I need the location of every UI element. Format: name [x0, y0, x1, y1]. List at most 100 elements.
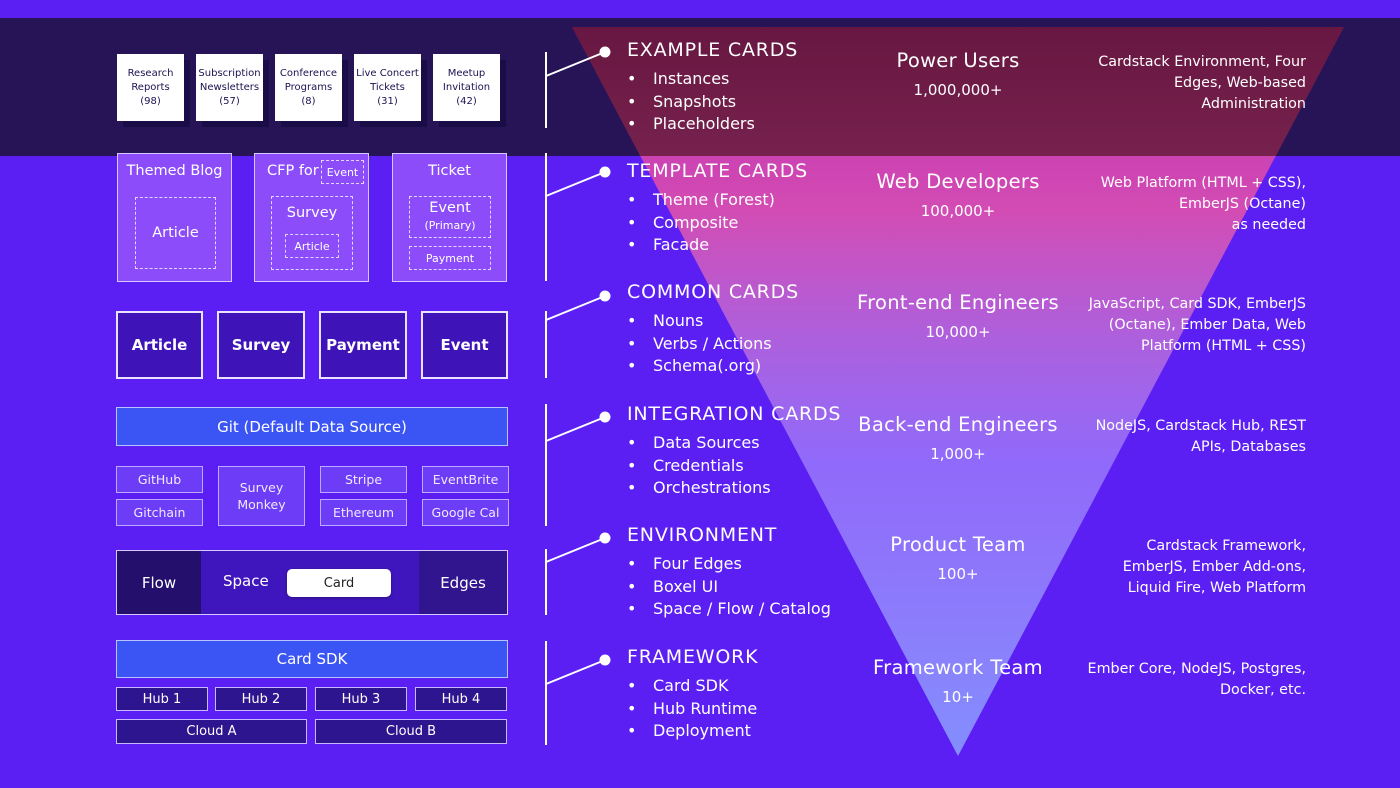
- inner-card-label: Payment: [425, 251, 475, 265]
- role-count: 10+: [942, 688, 974, 706]
- role-name: Front-end Engineers: [857, 291, 1059, 314]
- template-card-cfp[interactable]: CFP for Event Survey Article: [254, 153, 369, 282]
- bullet-item: •Data Sources: [627, 433, 760, 452]
- template-card-title: CFP for: [267, 163, 319, 179]
- section-title: TEMPLATE CARDS: [627, 160, 809, 182]
- git-default-data-source[interactable]: Git (Default Data Source): [116, 407, 508, 446]
- bullet-item: •Four Edges: [627, 554, 742, 573]
- bullet-item: •Space / Flow / Catalog: [627, 599, 831, 619]
- bullet-item: •Facade: [627, 235, 710, 255]
- card-count: (42): [456, 95, 477, 107]
- environment-space[interactable]: Space: [223, 572, 269, 590]
- role-web-developers: Web Developers 100,000+: [838, 170, 1078, 220]
- card-count: (57): [219, 95, 240, 107]
- section-integration-cards: INTEGRATION CARDS •Data Sources •Credent…: [627, 403, 841, 500]
- flow-label: Flow: [141, 573, 177, 592]
- environment-flow[interactable]: Flow: [117, 551, 201, 614]
- template-card-title: Ticket: [428, 163, 471, 179]
- hub-3[interactable]: Hub 3: [315, 687, 407, 711]
- card-name: Live Concert: [356, 67, 419, 79]
- example-card-meetup-invitation[interactable]: Meetup Invitation (42): [433, 54, 500, 121]
- hub-label: Hub 1: [142, 691, 182, 707]
- example-card-subscription-newsletters[interactable]: Subscription Newsletters (57): [196, 54, 263, 121]
- card-name: Tickets: [370, 81, 405, 93]
- role-count: 100+: [937, 565, 979, 583]
- hub-1[interactable]: Hub 1: [116, 687, 208, 711]
- section-environment: ENVIRONMENT •Four Edges •Boxel UI •Space…: [627, 524, 831, 621]
- card-name: Meetup: [447, 67, 486, 79]
- role-name: Framework Team: [873, 656, 1043, 679]
- hub-label: Hub 2: [241, 691, 281, 707]
- card-count: (31): [377, 95, 398, 107]
- bullet-item: •Placeholders: [627, 114, 755, 134]
- integration-google-cal[interactable]: Google Cal: [422, 499, 509, 526]
- common-card-label: Payment: [326, 336, 400, 354]
- tech-web-developers: Web Platform (HTML + CSS),EmberJS (Octan…: [1100, 175, 1306, 233]
- inner-card-event-tag: Event: [321, 160, 364, 184]
- section-title: INTEGRATION CARDS: [627, 403, 842, 425]
- common-card-label: Event: [440, 336, 489, 354]
- section-template-cards: TEMPLATE CARDS •Theme (Forest) •Composit…: [627, 160, 808, 257]
- edges-label: Edges: [440, 573, 486, 592]
- section-framework: FRAMEWORK •Card SDK •Hub Runtime •Deploy…: [627, 646, 758, 743]
- integration-survey-monkey[interactable]: Survey Monkey: [218, 466, 305, 526]
- example-card-live-concert-tickets[interactable]: Live Concert Tickets (31): [354, 54, 421, 121]
- integration-eventbrite[interactable]: EventBrite: [422, 466, 509, 493]
- cloud-b[interactable]: Cloud B: [315, 719, 507, 744]
- integration-label: Monkey: [237, 497, 286, 512]
- hub-2[interactable]: Hub 2: [215, 687, 307, 711]
- template-card-ticket[interactable]: Ticket Event (Primary) Payment: [392, 153, 507, 282]
- common-card-event[interactable]: Event: [421, 311, 508, 379]
- integration-ethereum[interactable]: Ethereum: [320, 499, 407, 526]
- inner-card-label: Survey: [286, 205, 338, 221]
- bullet-item: •Composite: [627, 212, 739, 232]
- bullet-item: •Deployment: [627, 721, 751, 741]
- section-example-cards: EXAMPLE CARDS •Instances •Snapshots •Pla…: [627, 39, 798, 136]
- cloud-label: Cloud B: [385, 724, 437, 739]
- card-name: Reports: [131, 81, 170, 93]
- common-card-survey[interactable]: Survey: [217, 311, 305, 379]
- card-label: Card: [323, 575, 355, 591]
- template-card-themed-blog[interactable]: Themed Blog Article: [117, 153, 232, 282]
- role-name: Web Developers: [876, 170, 1040, 193]
- environment-edges[interactable]: Edges: [419, 551, 507, 614]
- integration-label: Google Cal: [431, 505, 500, 520]
- integration-label: Gitchain: [133, 505, 186, 520]
- example-card-research-reports[interactable]: Research Reports (98): [117, 54, 184, 121]
- environment-panel: Flow Edges Space Card: [116, 550, 508, 615]
- role-product-team: Product Team 100+: [838, 533, 1078, 583]
- tech-framework-team: Ember Core, NodeJS, Postgres,Docker, etc…: [1087, 661, 1306, 698]
- card-name: Newsletters: [199, 81, 260, 93]
- integration-github[interactable]: GitHub: [116, 466, 203, 493]
- section-title: FRAMEWORK: [627, 646, 759, 668]
- tech-product-team: Cardstack Framework,EmberJS, Ember Add-o…: [1122, 538, 1306, 596]
- bullet-item: •Card SDK: [627, 676, 729, 695]
- bullet-item: •Hub Runtime: [627, 698, 758, 718]
- cloud-a[interactable]: Cloud A: [116, 719, 307, 744]
- card-sdk-bar[interactable]: Card SDK: [116, 640, 508, 678]
- integration-gitchain[interactable]: Gitchain: [116, 499, 203, 526]
- hub-4[interactable]: Hub 4: [415, 687, 507, 711]
- role-count: 100,000+: [920, 202, 996, 220]
- cloud-label: Cloud A: [186, 724, 237, 739]
- common-card-payment[interactable]: Payment: [319, 311, 407, 379]
- integration-label: GitHub: [137, 472, 182, 487]
- common-card-article[interactable]: Article: [116, 311, 203, 379]
- common-card-label: Article: [131, 336, 188, 354]
- role-name: Product Team: [890, 533, 1026, 556]
- integration-label: Stripe: [344, 472, 383, 487]
- card-count: (8): [301, 95, 316, 107]
- card-name: Programs: [284, 81, 333, 93]
- role-front-end-engineers: Front-end Engineers 10,000+: [838, 291, 1078, 341]
- example-card-conference-programs[interactable]: Conference Programs (8): [275, 54, 342, 121]
- role-back-end-engineers: Back-end Engineers 1,000+: [838, 413, 1078, 463]
- inner-card-survey: Survey: [271, 196, 353, 270]
- integration-stripe[interactable]: Stripe: [320, 466, 407, 493]
- bullet-item: •Schema(.org): [627, 356, 762, 376]
- inner-card-label: Event: [429, 200, 471, 216]
- role-power-users: Power Users 1,000,000+: [838, 49, 1078, 99]
- role-count: 1,000,000+: [913, 81, 1003, 99]
- role-name: Back-end Engineers: [858, 413, 1058, 436]
- environment-card[interactable]: Card: [287, 569, 391, 597]
- git-label: Git (Default Data Source): [217, 417, 407, 436]
